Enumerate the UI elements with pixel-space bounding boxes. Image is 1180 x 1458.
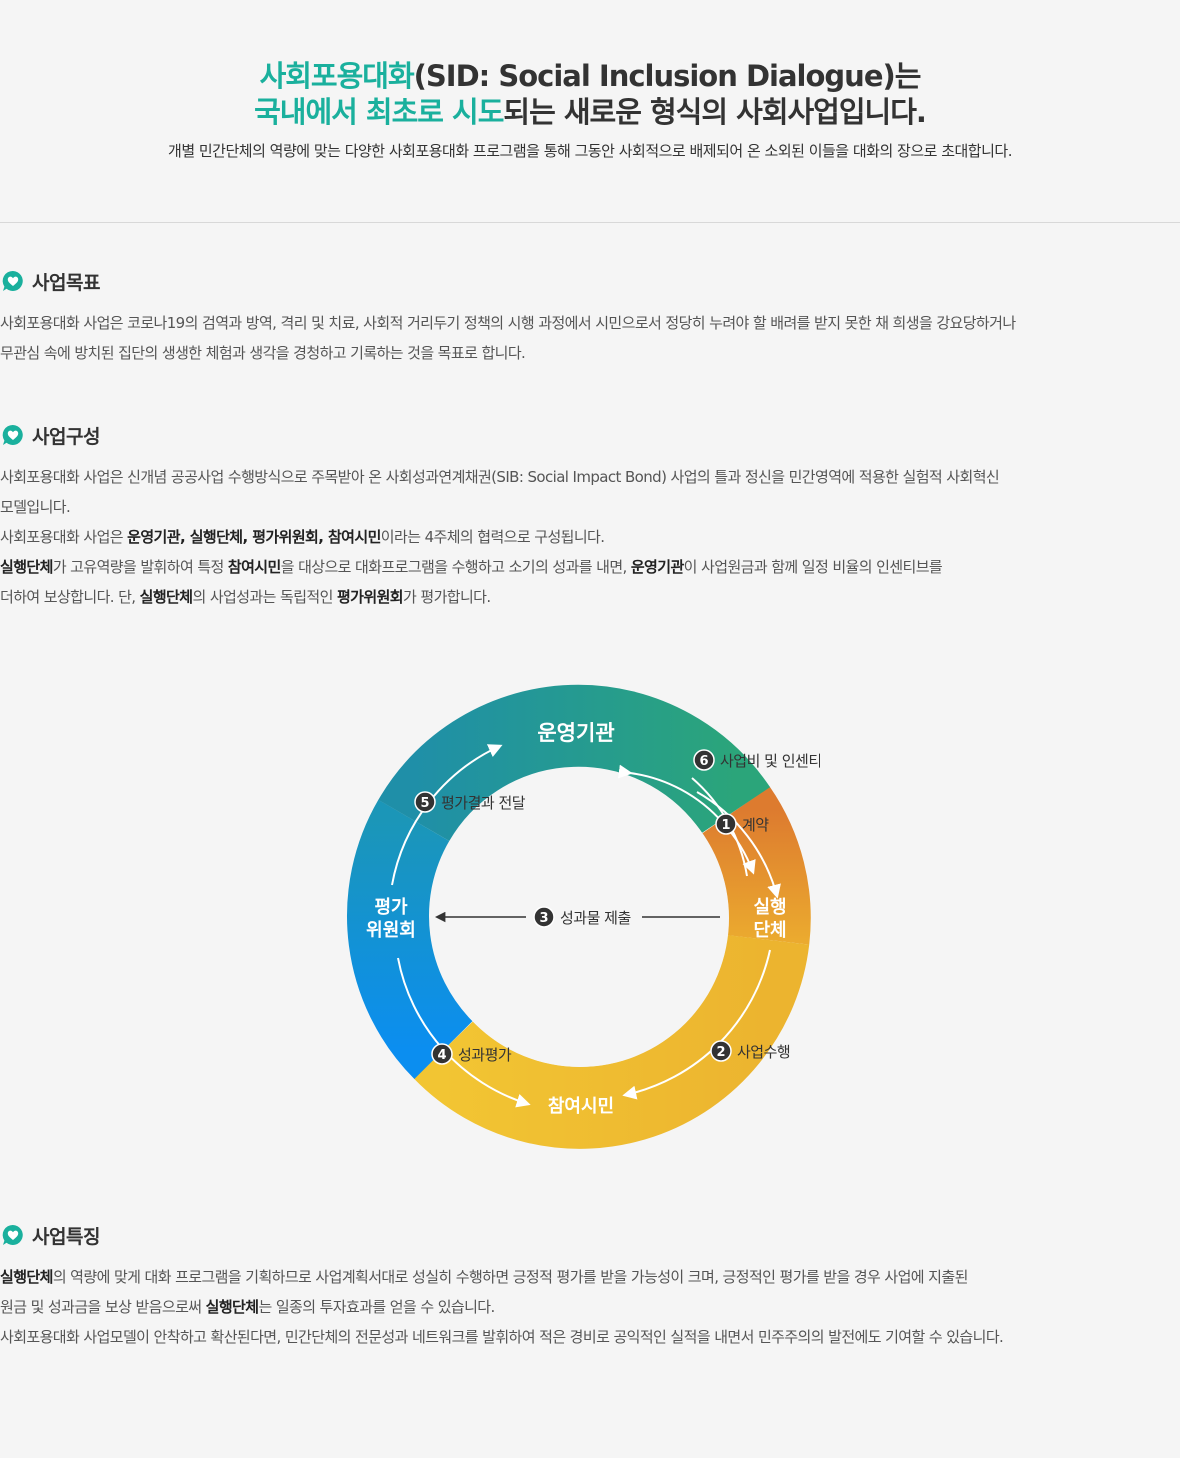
paragraph: 사회포용대화 사업은 코로나19의 검역과 방역, 격리 및 치료, 사회적 거… bbox=[0, 314, 1016, 332]
paragraph: 더하여 보상합니다. 단, 실행단체의 사업성과는 독립적인 평가위원회가 평가… bbox=[0, 588, 491, 606]
step-3-badge bbox=[533, 906, 555, 928]
section-title: 사업목표 bbox=[32, 271, 100, 294]
node-citizens: 참여시민 bbox=[548, 1096, 614, 1117]
title-accent-1: 사회포용대화 bbox=[259, 59, 415, 93]
chat-heart-icon bbox=[2, 1224, 23, 1245]
paragraph: 무관심 속에 방치된 집단의 생생한 체험과 생각을 경청하고 기록하는 것을 … bbox=[0, 344, 526, 362]
cycle-diagram: 운영기관 실행 단체 평가 위원회 참여시민 6 사업비 및 인센티브 지급 1… bbox=[340, 680, 820, 1160]
paragraph: 사회포용대화 사업은 운영기관, 실행단체, 평가위원회, 참여시민이라는 4주… bbox=[0, 528, 605, 546]
step-1-number: 1 bbox=[721, 818, 730, 833]
paragraph: 모델입니다. bbox=[0, 498, 71, 516]
node-executor-line1: 실행 bbox=[753, 897, 786, 918]
section-heading: 사업특징 bbox=[0, 1220, 1180, 1250]
title-accent-2: 국내에서 최초로 시도 bbox=[254, 95, 504, 129]
paragraph: 실행단체가 고유역량을 발휘하여 특정 참여시민을 대상으로 대화프로그램을 수… bbox=[0, 558, 943, 576]
flow-arrow-6 bbox=[617, 764, 724, 824]
cycle-diagram-svg: 운영기관 실행 단체 평가 위원회 참여시민 6 사업비 및 인센티브 지급 1… bbox=[347, 684, 820, 1149]
step-2-label: 사업수행 bbox=[737, 1043, 790, 1061]
step-6-label: 사업비 및 인센티브 지급 bbox=[720, 752, 820, 770]
title-text-2: 되는 새로운 형식의 사회사업입니다. bbox=[503, 95, 927, 129]
section-title: 사업구성 bbox=[32, 425, 100, 448]
section-goal: 사업목표 사회포용대화 사업은 코로나19의 검역과 방역, 격리 및 치료, … bbox=[0, 266, 1180, 368]
intro-title: 사회포용대화(SID: Social Inclusion Dialogue)는 … bbox=[0, 58, 1180, 130]
chat-heart-icon bbox=[2, 270, 23, 291]
chat-heart-icon bbox=[2, 424, 23, 445]
step-6-badge bbox=[693, 749, 715, 771]
evaluator-segment bbox=[347, 799, 474, 1080]
section-text: 실행단체의 역량에 맞게 대화 프로그램을 기획하므로 사업계획서대로 성실히 … bbox=[0, 1262, 1180, 1352]
step-1-label: 계약 bbox=[742, 816, 769, 834]
section-text: 사회포용대화 사업은 코로나19의 검역과 방역, 격리 및 치료, 사회적 거… bbox=[0, 308, 1180, 368]
paragraph: 사회포용대화 사업은 신개념 공공사업 수행방식으로 주목받아 온 사회성과연계… bbox=[0, 468, 1000, 486]
paragraph: 실행단체의 역량에 맞게 대화 프로그램을 기획하므로 사업계획서대로 성실히 … bbox=[0, 1268, 968, 1286]
step-4-number: 4 bbox=[437, 1048, 446, 1063]
step-6-number: 6 bbox=[699, 754, 708, 769]
node-operator: 운영기관 bbox=[537, 721, 614, 745]
step-4-badge bbox=[431, 1043, 453, 1065]
paragraph: 사회포용대화 사업모델이 안착하고 확산된다면, 민간단체의 전문성과 네트워크… bbox=[0, 1328, 1004, 1346]
node-evaluator-line2: 위원회 bbox=[366, 920, 416, 941]
step-2-badge bbox=[710, 1040, 732, 1062]
section-divider bbox=[0, 222, 1180, 223]
flow-arrow-1-outer bbox=[696, 791, 781, 899]
step-1-badge bbox=[715, 813, 737, 835]
section-heading: 사업구성 bbox=[0, 420, 1180, 450]
step-5-number: 5 bbox=[420, 796, 429, 811]
section-heading: 사업목표 bbox=[0, 266, 1180, 296]
step-5-badge bbox=[414, 791, 436, 813]
step-3-label: 성과물 제출 bbox=[560, 909, 631, 927]
section-text: 사회포용대화 사업은 신개념 공공사업 수행방식으로 주목받아 온 사회성과연계… bbox=[0, 462, 1180, 612]
title-text-1: (SID: Social Inclusion Dialogue)는 bbox=[413, 59, 922, 93]
step-2-number: 2 bbox=[716, 1045, 725, 1060]
step-4-label: 성과평가 bbox=[458, 1046, 512, 1064]
section-title: 사업특징 bbox=[32, 1225, 100, 1248]
node-evaluator-line1: 평가 bbox=[374, 897, 408, 918]
node-executor-line2: 단체 bbox=[753, 920, 786, 941]
section-feature: 사업특징 실행단체의 역량에 맞게 대화 프로그램을 기획하므로 사업계획서대로… bbox=[0, 1220, 1180, 1352]
intro-header: 사회포용대화(SID: Social Inclusion Dialogue)는 … bbox=[0, 58, 1180, 161]
step-5-label: 평가결과 전달 bbox=[441, 794, 526, 812]
executor-segment bbox=[701, 786, 811, 945]
section-structure: 사업구성 사회포용대화 사업은 신개념 공공사업 수행방식으로 주목받아 온 사… bbox=[0, 420, 1180, 612]
paragraph: 원금 및 성과금을 보상 받음으로써 실행단체는 일종의 투자효과를 얻을 수 … bbox=[0, 1298, 495, 1316]
intro-subtitle: 개별 민간단체의 역량에 맞는 다양한 사회포용대화 프로그램을 통해 그동안 … bbox=[168, 142, 1012, 160]
step-3-number: 3 bbox=[539, 911, 548, 926]
